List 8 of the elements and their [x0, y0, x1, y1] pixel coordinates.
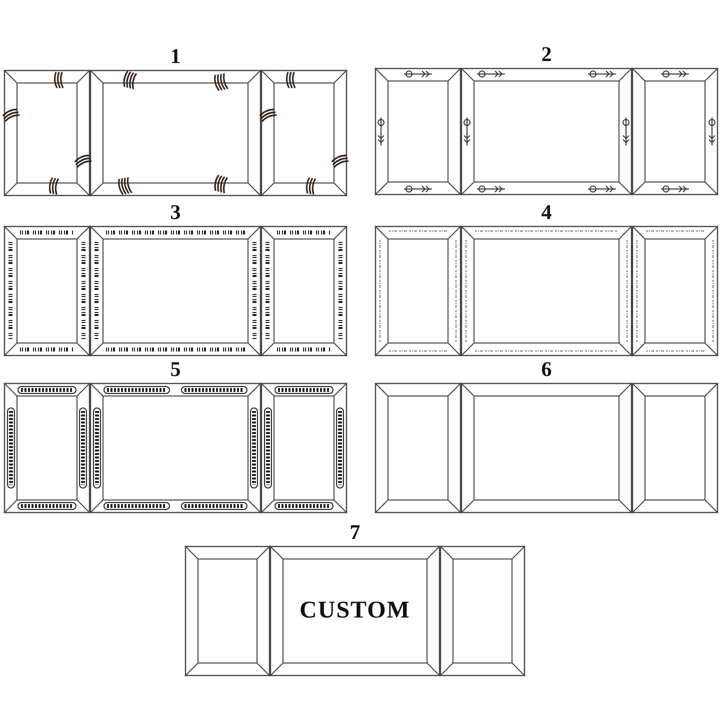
design-number: 1 — [170, 44, 181, 68]
tray-label: CUSTOM — [300, 598, 410, 624]
design-number: 3 — [170, 200, 181, 224]
design-number: 6 — [541, 357, 552, 381]
design-number: 2 — [541, 42, 552, 66]
design-number: 4 — [541, 200, 552, 224]
design-number: 5 — [170, 357, 181, 381]
design-number: 7 — [350, 520, 360, 544]
